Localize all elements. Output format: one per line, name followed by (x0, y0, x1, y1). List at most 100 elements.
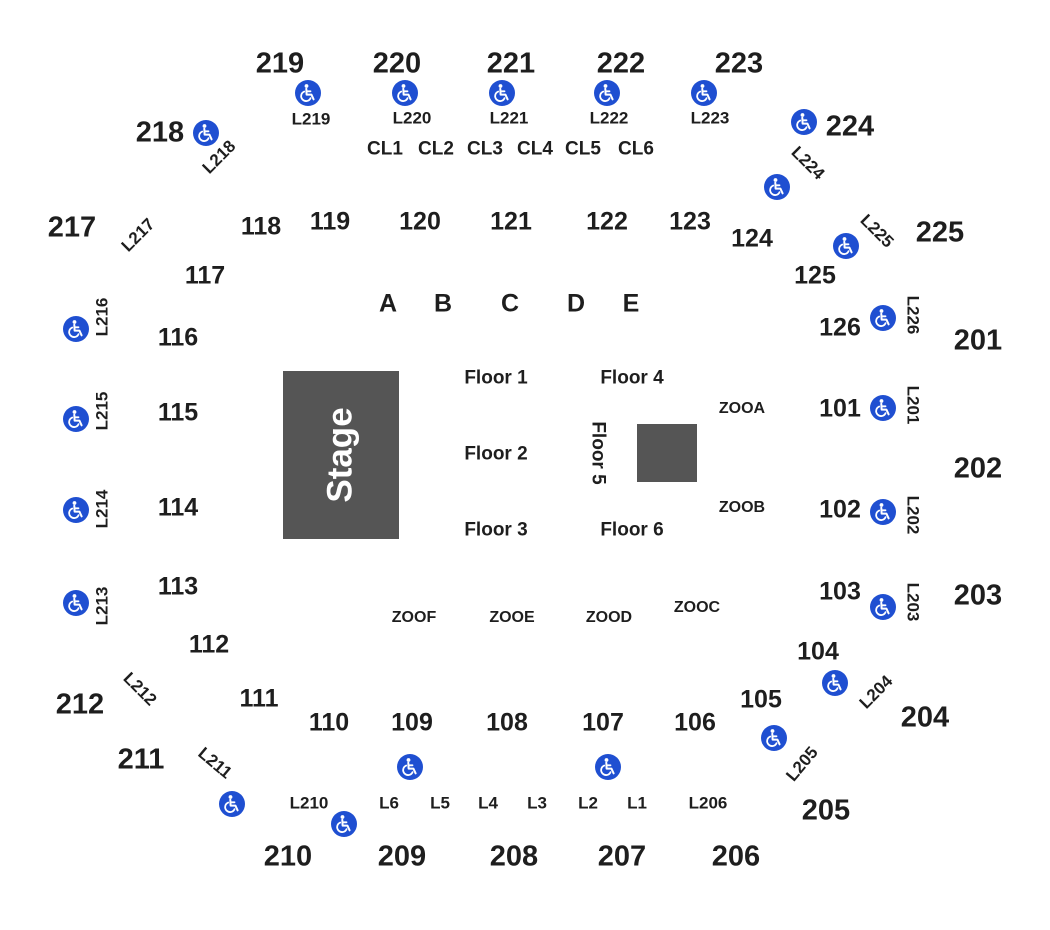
zone-ZOOB[interactable]: ZOOB (718, 499, 766, 516)
loge-L223[interactable]: L223 (690, 108, 730, 128)
loge-L203[interactable]: L203 (903, 582, 923, 622)
section-109[interactable]: 109 (391, 708, 433, 737)
section-113[interactable]: 113 (157, 572, 199, 601)
loge-L201[interactable]: L201 (903, 385, 923, 425)
loge-L205[interactable]: L205 (782, 743, 822, 785)
section-108[interactable]: 108 (486, 708, 528, 737)
section-212[interactable]: 212 (55, 688, 105, 721)
section-115[interactable]: 115 (157, 398, 199, 427)
section-121[interactable]: 121 (490, 207, 532, 236)
section-204[interactable]: 204 (900, 701, 950, 734)
floor-section-6[interactable]: Floor 6 (600, 519, 664, 541)
section-106[interactable]: 106 (674, 708, 716, 737)
section-211[interactable]: 211 (117, 743, 165, 776)
section-116[interactable]: 116 (157, 323, 199, 352)
section-103[interactable]: 103 (819, 577, 861, 606)
zone-ZOOC[interactable]: ZOOC (673, 599, 721, 616)
loge-L217[interactable]: L217 (117, 214, 159, 256)
section-123[interactable]: 123 (669, 207, 711, 236)
loge-L206[interactable]: L206 (688, 793, 728, 813)
club-CL6[interactable]: CL6 (618, 138, 654, 160)
floor-section-5[interactable]: Floor 5 (587, 421, 609, 485)
zone-ZOOF[interactable]: ZOOF (391, 609, 437, 626)
section-102[interactable]: 102 (819, 495, 861, 524)
loge-L216[interactable]: L216 (92, 297, 112, 337)
section-122[interactable]: 122 (586, 207, 628, 236)
section-207[interactable]: 207 (597, 840, 647, 873)
stage[interactable]: Stage (283, 371, 399, 539)
floor-row-A[interactable]: A (378, 289, 398, 318)
loge-L211[interactable]: L211 (194, 743, 236, 783)
floor-row-E[interactable]: E (622, 289, 640, 318)
loge-L1[interactable]: L1 (627, 793, 647, 813)
floor-section-4[interactable]: Floor 4 (600, 367, 664, 389)
loge-L225[interactable]: L225 (856, 210, 898, 252)
loge-L220[interactable]: L220 (392, 108, 432, 128)
section-219[interactable]: 219 (255, 47, 305, 80)
section-126[interactable]: 126 (819, 313, 861, 342)
loge-L5[interactable]: L5 (430, 793, 450, 813)
loge-L2[interactable]: L2 (578, 793, 598, 813)
section-124[interactable]: 124 (731, 224, 773, 253)
section-120[interactable]: 120 (399, 207, 441, 236)
loge-L210[interactable]: L210 (289, 793, 329, 813)
loge-L204[interactable]: L204 (855, 671, 897, 713)
loge-L214[interactable]: L214 (92, 489, 112, 529)
section-111[interactable]: 111 (239, 684, 279, 713)
loge-L215[interactable]: L215 (92, 391, 112, 431)
section-222[interactable]: 222 (596, 47, 646, 80)
zone-ZOOE[interactable]: ZOOE (489, 609, 535, 626)
section-112[interactable]: 112 (188, 630, 230, 659)
section-203[interactable]: 203 (953, 579, 1003, 612)
wheelchair-icon (833, 233, 859, 259)
floor-section-1[interactable]: Floor 1 (464, 367, 528, 389)
loge-L202[interactable]: L202 (903, 495, 923, 535)
section-101[interactable]: 101 (819, 394, 861, 423)
section-206[interactable]: 206 (711, 840, 761, 873)
zone-ZOOA[interactable]: ZOOA (718, 400, 766, 417)
section-201[interactable]: 201 (953, 324, 1003, 357)
floor-row-D[interactable]: D (566, 289, 586, 318)
section-220[interactable]: 220 (372, 47, 422, 80)
zone-ZOOD[interactable]: ZOOD (585, 609, 633, 626)
section-217[interactable]: 217 (47, 211, 97, 244)
loge-L213[interactable]: L213 (92, 586, 112, 626)
loge-L3[interactable]: L3 (527, 793, 547, 813)
section-205[interactable]: 205 (801, 794, 851, 827)
section-208[interactable]: 208 (489, 840, 539, 873)
section-218[interactable]: 218 (135, 116, 185, 149)
section-114[interactable]: 114 (157, 493, 199, 522)
loge-L212[interactable]: L212 (119, 668, 161, 710)
section-118[interactable]: 118 (240, 212, 282, 241)
loge-L224[interactable]: L224 (787, 142, 829, 184)
section-202[interactable]: 202 (953, 452, 1003, 485)
section-105[interactable]: 105 (740, 685, 782, 714)
club-CL3[interactable]: CL3 (467, 138, 503, 160)
section-119[interactable]: 119 (309, 207, 351, 236)
loge-L226[interactable]: L226 (903, 295, 923, 335)
club-CL4[interactable]: CL4 (517, 138, 553, 160)
floor-row-C[interactable]: C (500, 289, 520, 318)
section-209[interactable]: 209 (377, 840, 427, 873)
club-CL1[interactable]: CL1 (367, 138, 403, 160)
section-110[interactable]: 110 (308, 708, 350, 737)
floor-section-2[interactable]: Floor 2 (464, 443, 528, 465)
section-125[interactable]: 125 (794, 261, 836, 290)
section-225[interactable]: 225 (915, 216, 965, 249)
floor-row-B[interactable]: B (433, 289, 453, 318)
floor-section-3[interactable]: Floor 3 (464, 519, 528, 541)
loge-L221[interactable]: L221 (489, 108, 529, 128)
section-221[interactable]: 221 (486, 47, 536, 80)
club-CL2[interactable]: CL2 (418, 138, 454, 160)
section-210[interactable]: 210 (263, 840, 313, 873)
section-224[interactable]: 224 (825, 110, 875, 143)
section-223[interactable]: 223 (714, 47, 764, 80)
loge-L219[interactable]: L219 (291, 109, 331, 129)
section-117[interactable]: 117 (184, 261, 226, 290)
section-107[interactable]: 107 (582, 708, 624, 737)
section-104[interactable]: 104 (797, 637, 839, 666)
loge-L4[interactable]: L4 (478, 793, 498, 813)
loge-L222[interactable]: L222 (589, 108, 629, 128)
club-CL5[interactable]: CL5 (565, 138, 601, 160)
loge-L6[interactable]: L6 (379, 793, 399, 813)
